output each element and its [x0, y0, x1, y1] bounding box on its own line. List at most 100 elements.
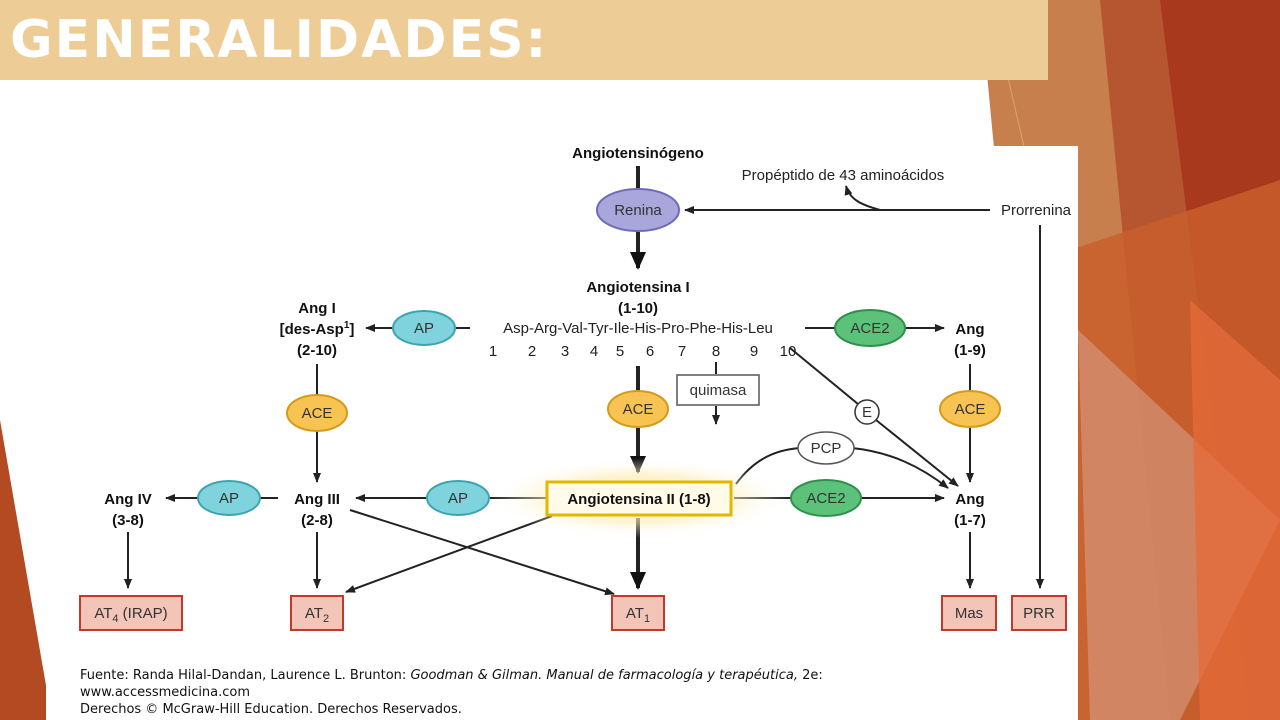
ang4-line2: (3-8)	[112, 512, 144, 529]
ang2-box: Angiotensina II (1-8)	[545, 480, 733, 517]
ang4-line1: Ang IV	[104, 491, 152, 508]
ang1-sequence: Asp-Arg-Val-Tyr-Ile-His-Pro-Phe-His-Leu	[503, 320, 773, 337]
chymase-label: quimasa	[690, 382, 747, 399]
pcp-label: PCP	[811, 440, 842, 457]
position-2: 2	[528, 343, 536, 360]
ang19-line2: (1-9)	[954, 342, 986, 359]
ace-ellipse	[607, 390, 669, 428]
at4-rect	[79, 595, 183, 631]
line-ang1-e	[789, 347, 859, 405]
ace-enzyme-right: ACE	[939, 390, 1001, 428]
propeptide-label: Propéptido de 43 aminoácidos	[742, 167, 945, 184]
receptor-at2: AT2	[290, 595, 344, 631]
ang1-range: (1-10)	[618, 300, 658, 317]
residue-positions: 1 2 3 4 5 6 7 8 9 10	[489, 343, 797, 360]
receptor-prr: PRR	[1011, 595, 1067, 631]
ace-label: ACE	[623, 401, 654, 418]
pcp-ellipse	[797, 431, 855, 465]
position-1: 1	[489, 343, 497, 360]
prr-rect	[1011, 595, 1067, 631]
ace2-enzyme-top: ACE2	[834, 309, 906, 347]
position-3: 3	[561, 343, 569, 360]
background-shape-light	[1078, 330, 1280, 720]
at2-rect	[290, 595, 344, 631]
position-8: 8	[712, 343, 720, 360]
prr-label: PRR	[1023, 605, 1055, 622]
source-authors: Fuente: Randa Hilal-Dandan, Laurence L. …	[80, 668, 411, 683]
ace2-label: ACE2	[806, 490, 845, 507]
ap-ellipse	[197, 480, 261, 516]
position-4: 4	[590, 343, 598, 360]
mas-rect	[941, 595, 997, 631]
source-line-1: Fuente: Randa Hilal-Dandan, Laurence L. …	[80, 668, 823, 683]
ace2-ellipse	[834, 309, 906, 347]
background-shape-left	[0, 420, 52, 720]
at1-rect	[611, 595, 665, 631]
renin-ellipse	[596, 188, 680, 232]
ang3-line1: Ang III	[294, 491, 340, 508]
mas-label: Mas	[955, 605, 983, 622]
receptor-at4: AT4 (IRAP)	[79, 595, 183, 631]
position-6: 6	[646, 343, 654, 360]
ace2-enzyme-middle: ACE2	[790, 479, 862, 517]
ang2-label: Angiotensina II (1-8)	[567, 491, 710, 508]
angiotensinogen-label: Angiotensinógeno	[572, 145, 704, 162]
ang17-line2: (1-7)	[954, 512, 986, 529]
renin-enzyme: Renina	[596, 188, 680, 232]
ang1-title: Angiotensina I	[586, 279, 689, 296]
source-edition: 2e:	[797, 668, 823, 683]
renin-label: Renina	[614, 202, 662, 219]
connectors	[124, 166, 1044, 596]
receptor-at1: AT1	[611, 595, 665, 631]
ap-enzyme-middle: AP	[426, 480, 490, 516]
receptor-mas: Mas	[941, 595, 997, 631]
chymase-box: quimasa	[676, 374, 760, 406]
e-label: E	[862, 404, 872, 421]
at1-label: AT1	[626, 605, 650, 625]
position-7: 7	[678, 343, 686, 360]
position-10: 10	[780, 343, 797, 360]
ap-enzyme-top: AP	[392, 310, 456, 346]
ace-label: ACE	[302, 405, 333, 422]
position-5: 5	[616, 343, 624, 360]
ace-ellipse	[286, 394, 348, 432]
ang2-rect	[545, 480, 733, 517]
ap-ellipse	[426, 480, 490, 516]
ap-ellipse	[392, 310, 456, 346]
arrow-e-ang17	[875, 419, 959, 487]
at2-label: AT2	[305, 605, 329, 625]
slide-title: GENERALIDADES:	[10, 10, 549, 70]
source-book-title: Goodman & Gilman. Manual de farmacología…	[410, 668, 798, 683]
ang1-des-asp-line2: [des-Asp1]	[280, 320, 355, 338]
pcp-enzyme: PCP	[797, 431, 855, 465]
at4-label: AT4 (IRAP)	[94, 605, 167, 625]
figure-panel	[46, 146, 1078, 720]
ace-ellipse	[939, 390, 1001, 428]
ang1-des-asp-line3: (2-10)	[297, 342, 337, 359]
enzyme-e: E	[854, 399, 880, 425]
e-circle	[854, 399, 880, 425]
ace2-label: ACE2	[850, 320, 889, 337]
ace-enzyme-left: ACE	[286, 394, 348, 432]
source-line-3: Derechos © McGraw-Hill Education. Derech…	[80, 702, 462, 717]
arrow-propeptide	[844, 185, 881, 211]
source-line-2: www.accessmedicina.com	[80, 685, 251, 700]
ap-label: AP	[219, 490, 239, 507]
ang19-line1: Ang	[955, 321, 984, 338]
ang3-line2: (2-8)	[301, 512, 333, 529]
ap-enzyme-left: AP	[197, 480, 261, 516]
ace-enzyme-center: ACE	[607, 390, 669, 428]
position-9: 9	[750, 343, 758, 360]
background-shape-bright	[1190, 300, 1280, 720]
arrow-ang3-at1	[349, 509, 615, 596]
arrow-pcp-ang17	[851, 447, 949, 489]
ace2-ellipse	[790, 479, 862, 517]
ap-label: AP	[414, 320, 434, 337]
title-bar: GENERALIDADES:	[0, 0, 1048, 80]
ang1-des-asp-line1: Ang I	[298, 300, 336, 317]
ang17-line1: Ang	[955, 491, 984, 508]
arrow-ang2-at2	[345, 515, 553, 593]
chymase-rect	[676, 374, 760, 406]
ap-label: AP	[448, 490, 468, 507]
